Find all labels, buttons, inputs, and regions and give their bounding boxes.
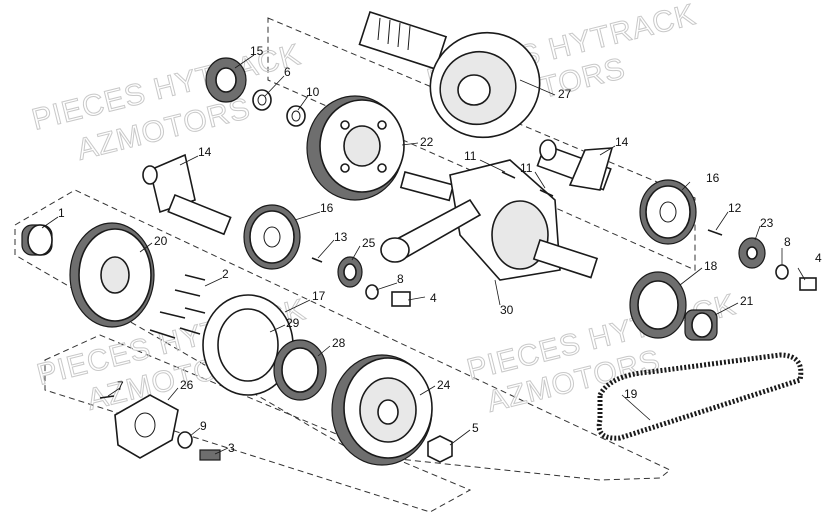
part-clutch-assembly-22: [306, 95, 405, 201]
callout-29: 29: [286, 316, 300, 330]
part-crankshaft-30: [380, 159, 599, 281]
part-sprocket-16-left: [243, 204, 301, 270]
part-plate-17-29: [202, 294, 294, 396]
callout-7: 7: [117, 379, 124, 393]
callout-3: 3: [228, 441, 235, 455]
callout-20: 20: [154, 234, 168, 248]
callout-14: 14: [615, 135, 629, 149]
callout-28: 28: [332, 336, 346, 350]
part-starter-gear-20: [69, 222, 155, 328]
part-nut-5: [427, 435, 453, 463]
callout-14: 14: [198, 145, 212, 159]
callout-11: 11: [464, 149, 477, 163]
part-bolt-4-centre: [391, 291, 411, 307]
callout-26: 26: [180, 378, 194, 392]
part-pins-11: [501, 171, 554, 197]
part-camshaft-14-right: [536, 139, 614, 191]
part-washer-10: [286, 105, 306, 127]
part-washer-9: [177, 431, 193, 449]
callout-8: 8: [784, 235, 791, 249]
part-chain-19: [596, 352, 804, 441]
callout-5: 5: [472, 421, 479, 435]
callout-9: 9: [200, 419, 207, 433]
part-bolt-3: [199, 449, 221, 461]
callout-11: 11: [520, 161, 533, 175]
part-needle-bearing-1: [21, 224, 53, 256]
callout-23: 23: [760, 216, 774, 230]
part-pin-7: [99, 395, 115, 399]
part-pin-13: [311, 257, 323, 263]
callout-30: 30: [500, 303, 514, 317]
callout-18: 18: [704, 259, 718, 273]
callout-10: 10: [306, 85, 320, 99]
part-gear-18: [629, 271, 687, 339]
callout-15: 15: [250, 44, 264, 58]
callout-22: 22: [420, 135, 434, 149]
assembly-frame-lower: [44, 334, 472, 513]
callout-8: 8: [397, 272, 404, 286]
callout-6: 6: [284, 65, 291, 79]
part-washer-8-right: [775, 264, 789, 280]
callout-4: 4: [430, 291, 437, 305]
part-gear-25: [337, 256, 363, 288]
part-bolt-4-right: [799, 277, 817, 291]
part-sprocket-16-right: [639, 179, 697, 245]
callout-2: 2: [222, 267, 229, 281]
part-starter-clutch-26: [114, 394, 179, 459]
leader-lines: [41, 54, 806, 455]
callout-25: 25: [362, 236, 376, 250]
callout-12: 12: [728, 201, 742, 215]
part-washer-8-centre: [365, 284, 379, 300]
callout-19: 19: [624, 387, 638, 401]
part-clutch-drum-27: [358, 10, 541, 139]
callout-13: 13: [334, 230, 348, 244]
assembly-frame-clutch: [267, 17, 696, 271]
part-chain-sprocket-21: [684, 309, 718, 341]
part-bolts-2: [149, 274, 206, 339]
callout-24: 24: [437, 378, 451, 392]
callout-4: 4: [815, 251, 822, 265]
callout-16: 16: [706, 171, 720, 185]
part-bearing-28: [273, 339, 327, 401]
callout-21: 21: [740, 294, 754, 308]
part-flywheel-24: [331, 354, 433, 466]
callout-labels: 1 2 3 4 4 5 6 7 8 8 9 10 11 11 12 13 14 …: [58, 44, 822, 455]
callout-27: 27: [558, 87, 572, 101]
part-camshaft-14-left: [142, 153, 232, 236]
part-bearing-15: [205, 57, 247, 103]
callout-1: 1: [58, 206, 65, 220]
part-pin-12: [707, 229, 723, 236]
callout-17: 17: [312, 289, 326, 303]
part-gear-23: [738, 237, 766, 269]
callout-16: 16: [320, 201, 334, 215]
